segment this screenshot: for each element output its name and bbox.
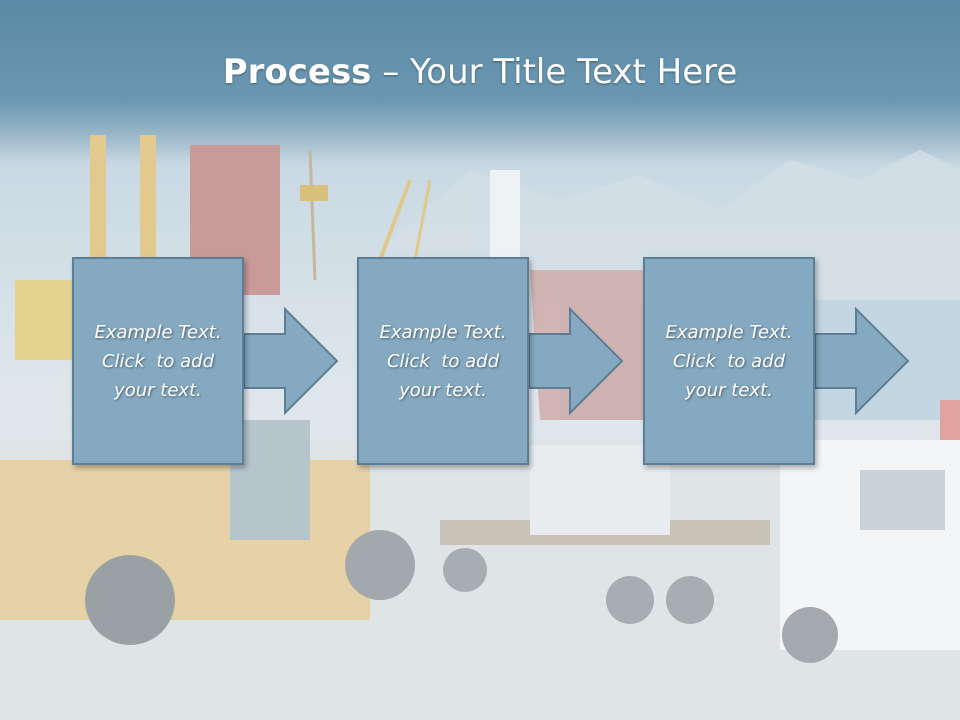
title-rest: – Your Title Text Here: [371, 52, 738, 92]
step-box-3[interactable]: Example Text. Click to add your text.: [643, 257, 815, 465]
title-bold: Process: [222, 52, 372, 92]
step-3-line-2: Click to add: [672, 350, 785, 372]
step-box-2[interactable]: Example Text. Click to add your text.: [357, 257, 529, 465]
step-2-line-2: Click to add: [386, 350, 499, 372]
step-box-1[interactable]: Example Text. Click to add your text.: [72, 257, 244, 465]
step-3-line-3: your text.: [685, 379, 773, 401]
step-2-line-1: Example Text.: [379, 321, 507, 343]
step-1-line-3: your text.: [114, 379, 202, 401]
step-text-2: Example Text. Click to add your text.: [363, 318, 523, 405]
arrow-icon-2: [528, 306, 624, 416]
slide-title[interactable]: Process – Your Title Text Here: [0, 52, 960, 92]
step-2-line-3: your text.: [399, 379, 487, 401]
arrow-icon-3: [814, 306, 910, 416]
step-text-1: Example Text. Click to add your text.: [78, 318, 238, 405]
step-1-line-1: Example Text.: [94, 321, 222, 343]
step-1-line-2: Click to add: [101, 350, 214, 372]
step-text-3: Example Text. Click to add your text.: [649, 318, 809, 405]
step-3-line-1: Example Text.: [665, 321, 793, 343]
arrow-icon-1: [243, 306, 339, 416]
